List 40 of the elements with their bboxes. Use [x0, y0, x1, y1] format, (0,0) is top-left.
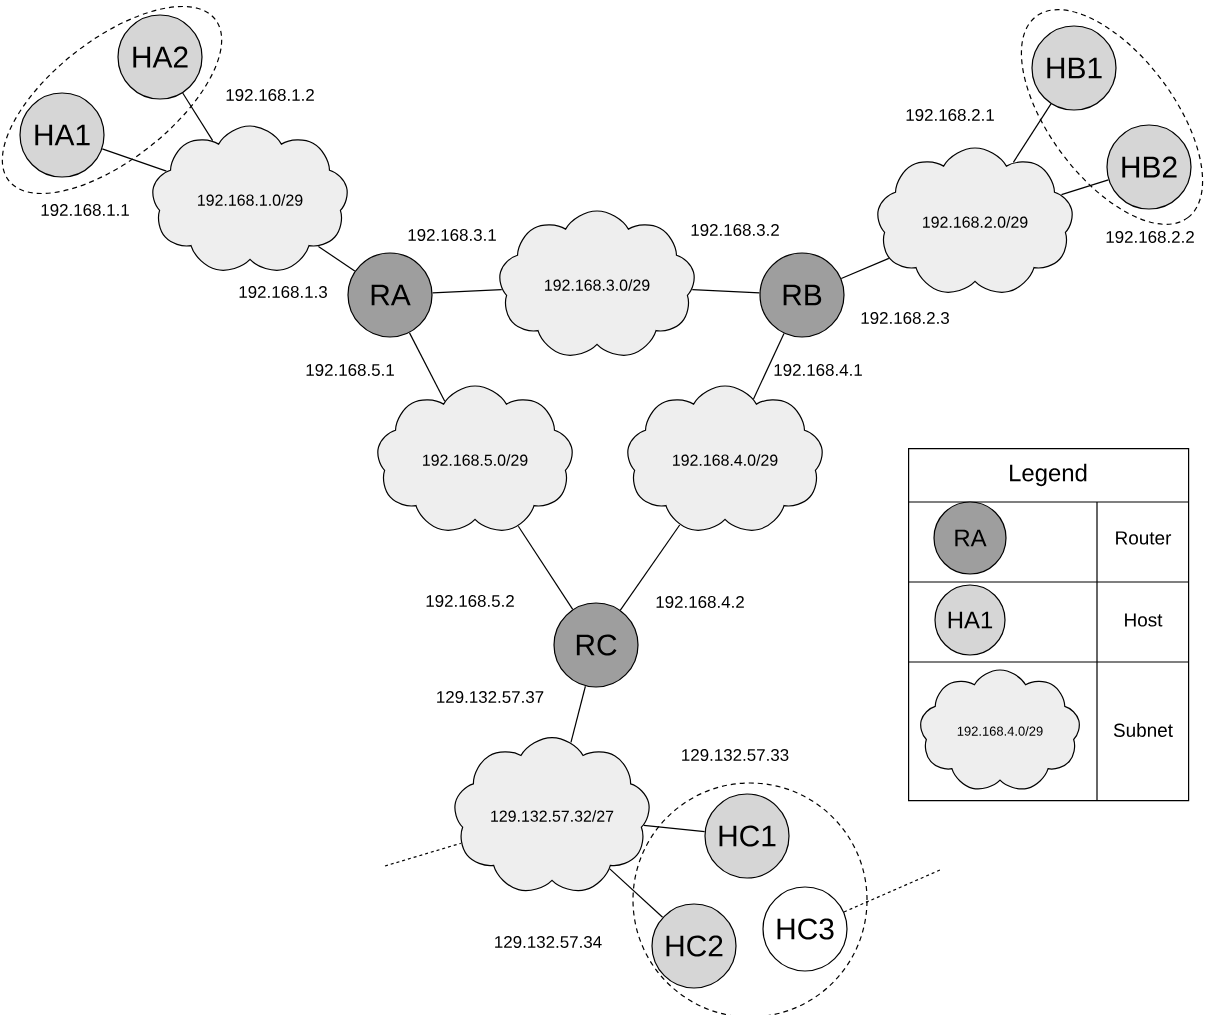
subnet-cloud: 192.168.4.0/29	[627, 385, 823, 531]
legend-label: Subnet	[1113, 723, 1173, 737]
ip-address: 192.168.4.2	[656, 596, 744, 608]
link-line	[643, 824, 706, 833]
legend-label: Host	[1125, 613, 1163, 627]
dashed-link-line	[843, 869, 941, 913]
subnet-cloud: 192.168.5.0/29	[377, 385, 573, 531]
link-line	[1012, 103, 1052, 163]
link-line	[1060, 179, 1109, 196]
link-line	[570, 685, 586, 743]
ip-address: 129.132.57.33	[682, 749, 789, 761]
link-line	[691, 289, 761, 294]
dashed-link-line	[384, 842, 462, 867]
subnet-cloud: 192.168.4.0/29	[920, 669, 1080, 790]
ip-address: 192.168.1.3	[239, 286, 327, 298]
link-line	[752, 333, 785, 400]
legend-label: Router	[1116, 531, 1172, 545]
ip-address: 192.168.4.1	[774, 364, 862, 376]
ip-address: 129.132.57.34	[495, 936, 602, 948]
ip-address: 192.168.1.2	[226, 89, 314, 101]
subnet-cloud: 192.168.2.0/29	[877, 147, 1073, 293]
link-line	[619, 524, 681, 611]
link-line	[609, 868, 664, 918]
link-line	[182, 92, 214, 142]
link-line	[431, 289, 503, 294]
link-line	[840, 257, 890, 280]
ip-address: 192.168.1.1	[41, 204, 129, 216]
link-line	[408, 332, 446, 402]
ip-address: 192.168.2.3	[861, 312, 949, 324]
link-line	[101, 148, 167, 172]
ip-address: 192.168.5.2	[426, 595, 514, 607]
link-line	[517, 525, 574, 610]
ip-address: 192.168.2.2	[1106, 231, 1194, 243]
subnet-cloud: 192.168.1.0/29	[152, 125, 348, 271]
subnet-cloud: 129.132.57.32/27	[454, 737, 650, 892]
ip-address: 192.168.2.1	[906, 109, 994, 121]
ip-address: 192.168.3.1	[408, 229, 496, 241]
ip-address: 192.168.5.1	[306, 364, 394, 376]
link-line	[317, 245, 356, 272]
ip-address: 129.132.57.37	[437, 691, 544, 703]
